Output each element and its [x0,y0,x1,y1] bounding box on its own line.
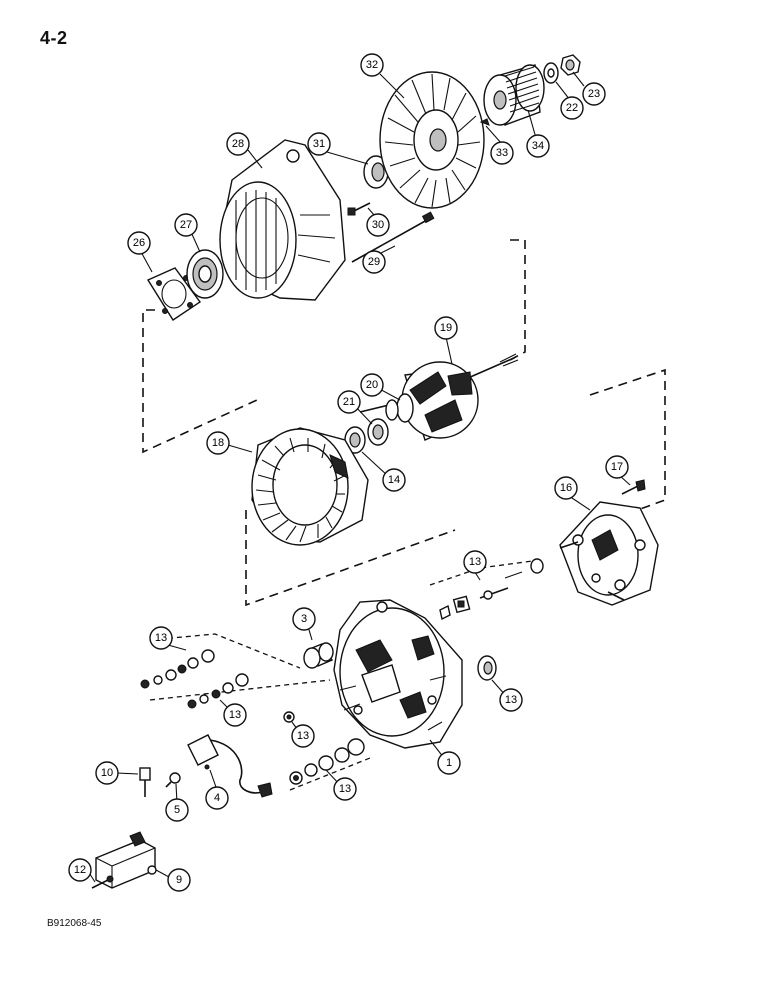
part-small-screw [165,772,181,788]
callout-13-lower: 13 [333,777,357,801]
svg-text:13: 13 [339,783,351,795]
callout-29: 29 [362,250,386,274]
svg-text:18: 18 [212,437,224,449]
svg-text:3: 3 [301,613,307,625]
part-front-bearing [186,249,224,299]
svg-text:13: 13 [297,730,309,742]
callout-22: 22 [560,96,584,120]
svg-text:9: 9 [176,874,182,886]
callout-33: 33 [490,141,514,165]
svg-text:20: 20 [366,379,378,391]
part-bearing-seal [344,426,366,454]
callout-23: 23 [582,82,606,106]
figure-code: B912068-45 [47,918,102,929]
svg-text:33: 33 [496,147,508,159]
callout-30: 30 [366,213,390,237]
svg-text:5: 5 [174,804,180,816]
callout-28: 28 [226,132,250,156]
callout-20: 20 [360,373,384,397]
callout-31: 31 [307,132,331,156]
part-rear-bearing [367,418,389,446]
svg-text:17: 17 [611,461,623,473]
callout-5: 5 [165,798,189,822]
part-connector-plug [139,767,151,797]
part-drive-end-housing [219,139,346,301]
part-hardware-set-row-2 [149,673,331,709]
callout-9: 9 [167,868,191,892]
part-hardware-set-row-3 [289,738,371,791]
part-pulley-nut [560,54,581,76]
callout-13-upper: 13 [463,550,487,574]
callout-13-middle: 13 [223,703,247,727]
callout-12: 12 [68,858,92,882]
svg-text:12: 12 [74,864,86,876]
svg-text:26: 26 [133,237,145,249]
svg-text:32: 32 [366,59,378,71]
part-woodruff-key [479,118,490,126]
part-cooling-fan [379,71,485,209]
part-short-screw [347,202,371,216]
svg-text:4: 4 [214,792,220,804]
callout-27: 27 [174,213,198,237]
callout-13-nut: 13 [291,724,315,748]
svg-text:22: 22 [566,102,578,114]
callout-13-grommet: 13 [499,688,523,712]
callout-4: 4 [205,786,229,810]
page-number: 4-2 [40,28,68,48]
part-rectifier-assembly [559,501,659,606]
callout-13-left: 13 [149,626,173,650]
svg-text:28: 28 [232,138,244,150]
part-stator [251,427,369,546]
part-hardware-set-upper [429,558,544,621]
guide-line-right [245,368,666,607]
callout-26: 26 [127,231,151,255]
part-hardware-single-nut [283,711,295,723]
callout-21: 21 [337,390,361,414]
part-drive-pulley [483,64,545,126]
svg-text:19: 19 [440,322,452,334]
part-rear-housing [333,599,463,749]
svg-text:21: 21 [343,396,355,408]
svg-text:14: 14 [388,474,400,486]
svg-text:13: 13 [229,709,241,721]
callout-14: 14 [382,468,406,492]
svg-text:23: 23 [588,88,600,100]
callout-19: 19 [434,316,458,340]
svg-text:31: 31 [313,138,325,150]
part-spacer-bushing [363,155,389,189]
svg-text:13: 13 [505,694,517,706]
svg-text:13: 13 [469,556,481,568]
callout-17: 17 [605,455,629,479]
part-wire-lead [187,734,273,798]
callout-3: 3 [292,607,316,631]
part-rotor [359,353,519,441]
part-sleeve [303,642,334,669]
callout-1: 1 [437,751,461,775]
callout-10: 10 [95,761,119,785]
part-voltage-regulator [95,831,157,889]
svg-text:27: 27 [180,219,192,231]
part-regulator-screw [91,875,114,889]
callout-34: 34 [526,134,550,158]
svg-text:10: 10 [101,767,113,779]
part-hardware-set-row-1 [140,633,301,689]
part-screw-rectifier [621,479,646,495]
part-long-through-bolt [351,211,435,263]
svg-text:29: 29 [368,256,380,268]
part-lock-washer [543,62,559,84]
svg-text:16: 16 [560,482,572,494]
svg-text:34: 34 [532,140,544,152]
guide-line-upper [142,239,526,454]
part-hardware-grommet [477,655,497,681]
svg-text:13: 13 [155,632,167,644]
callout-18: 18 [206,431,230,455]
svg-text:30: 30 [372,219,384,231]
callout-32: 32 [360,53,384,77]
svg-text:1: 1 [446,757,452,769]
callout-16: 16 [554,476,578,500]
